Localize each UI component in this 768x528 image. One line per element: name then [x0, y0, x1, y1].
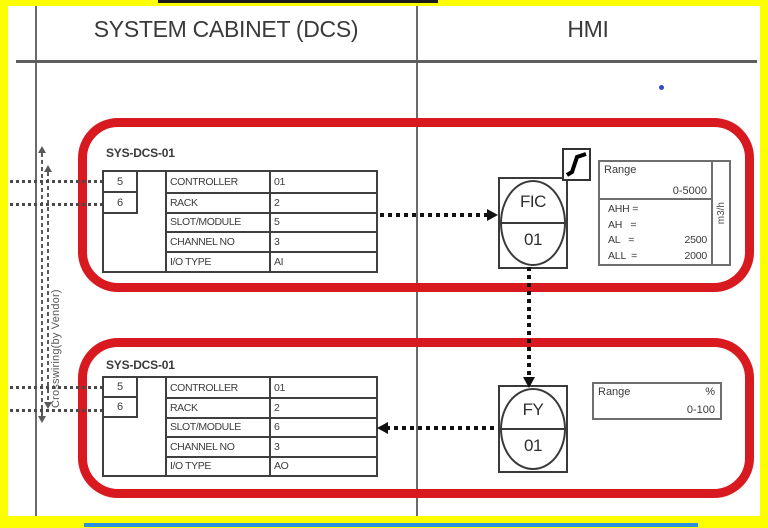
alarm-row: ALL = 2000 — [608, 250, 707, 262]
terminal-cell: 6 — [104, 193, 138, 214]
terminal-cell: 5 — [104, 172, 138, 193]
io-assignment-table-top: 5 6 CONTROLLER 01 RACK 2 SLOT/MODULE 5 C… — [102, 170, 378, 273]
instrument-divider — [500, 428, 566, 430]
frame-top — [0, 0, 768, 6]
range-table-fy: Range % 0-100 — [592, 382, 722, 420]
crosswire-stub-1 — [10, 180, 102, 183]
io-row-label: RACK — [167, 397, 269, 416]
arrowhead-to-fic — [487, 209, 498, 221]
range-table-fic: m3/h Range 0-5000 AHH = AH = AL = 2500 A… — [598, 160, 731, 266]
io-row-label: CONTROLLER — [170, 175, 238, 188]
instrument-tag: FY — [522, 399, 544, 419]
range-span: 0-100 — [686, 404, 715, 416]
cabinet-tag-bottom: SYS-DCS-01 — [106, 358, 175, 372]
loop-highlight-bottom — [78, 338, 754, 498]
instrument-fic: FIC 01 — [498, 177, 568, 269]
alarm-value: 2500 — [684, 234, 707, 247]
io-row-value: 3 — [269, 231, 376, 252]
range-unit: m3/h — [715, 201, 727, 225]
crosswire-vertical-1 — [41, 153, 43, 416]
cabinet-tag-top: SYS-DCS-01 — [106, 146, 175, 160]
io-row-value: 6 — [269, 416, 376, 437]
crosswire-arrow-up-2 — [44, 165, 52, 172]
signal-characteristic-icon — [562, 148, 591, 181]
alarm-value: 2000 — [684, 249, 707, 262]
io-row-value: AI — [269, 251, 376, 271]
crosswire-stub-3 — [10, 386, 102, 389]
io-table-grid: CONTROLLER 01 RACK 2 SLOT/MODULE 5 CHANN… — [165, 172, 376, 271]
drawing-left-border — [35, 6, 37, 516]
io-row-value: 3 — [269, 436, 376, 456]
alarm-label: ALL = — [608, 249, 638, 262]
crosswire-arrow-up-1 — [38, 146, 46, 153]
signal-line-ao — [386, 426, 498, 430]
io-row-value: 01 — [269, 378, 376, 398]
column-header-system-cabinet: SYSTEM CABINET (DCS) — [93, 16, 359, 42]
signal-line-fic-to-fy — [527, 267, 531, 379]
range-title: Range — [604, 164, 637, 176]
io-row-value: 01 — [269, 172, 376, 192]
column-divider-line — [416, 6, 418, 516]
io-table-grid: CONTROLLER 01 RACK 2 SLOT/MODULE 6 CHANN… — [165, 378, 376, 475]
alarm-row: AHH = — [608, 203, 707, 215]
io-row-label: I/O TYPE — [167, 455, 269, 475]
instrument-number: 01 — [524, 435, 542, 455]
crosswire-vertical-2 — [47, 172, 49, 402]
io-row-label: CHANNEL NO — [167, 436, 269, 455]
io-row-value: 2 — [269, 397, 376, 417]
alarm-label: AL = — [608, 234, 635, 247]
io-row-label: SLOT/MODULE — [167, 211, 269, 232]
alarm-row: AL = 2500 — [608, 234, 707, 246]
alarm-label: AH = — [608, 218, 637, 231]
crosswire-arrow-down-1 — [38, 416, 46, 423]
range-span: 0-5000 — [672, 185, 707, 197]
io-row-value: 5 — [269, 211, 376, 232]
arrowhead-to-table — [377, 422, 388, 434]
top-edge-artifact — [158, 0, 438, 3]
range-unit: % — [705, 386, 715, 398]
crosswire-stub-4 — [10, 409, 102, 412]
frame-right — [760, 0, 768, 528]
hmi-cursor-dot — [659, 85, 664, 90]
io-row-label: I/O TYPE — [167, 251, 269, 271]
crosswire-arrow-down-2 — [44, 402, 52, 409]
io-row-label: RACK — [167, 191, 269, 212]
signal-line-ai — [380, 213, 490, 217]
io-row-value: AO — [269, 455, 376, 475]
range-title: Range — [598, 386, 631, 398]
range-header: Range 0-5000 — [600, 162, 711, 200]
arrowhead-to-fy — [523, 377, 535, 388]
io-row-label: SLOT/MODULE — [167, 416, 269, 436]
terminal-cell: 5 — [104, 378, 138, 398]
crosswire-stub-2 — [10, 203, 102, 206]
column-header-hmi: HMI — [567, 16, 609, 42]
alarm-list: AHH = AH = AL = 2500 ALL = 2000 — [600, 200, 711, 264]
alarm-row: AH = — [608, 219, 707, 231]
frame-left — [0, 0, 8, 528]
instrument-tag: FIC — [520, 192, 546, 212]
io-row-label: CHANNEL NO — [167, 231, 269, 251]
instrument-divider — [500, 222, 566, 224]
range-unit-column: m3/h — [711, 162, 729, 264]
io-assignment-table-bottom: 5 6 CONTROLLER 01 RACK 2 SLOT/MODULE 6 C… — [102, 376, 378, 477]
alarm-label: AHH = — [608, 203, 639, 215]
io-row-label: CONTROLLER — [170, 381, 238, 394]
io-row-value: 2 — [269, 191, 376, 212]
bottom-blue-strip — [84, 523, 698, 527]
instrument-number: 01 — [524, 230, 542, 250]
instrument-fy: FY 01 — [498, 385, 568, 473]
terminal-cell: 6 — [104, 398, 138, 418]
header-separator-line — [16, 60, 757, 63]
